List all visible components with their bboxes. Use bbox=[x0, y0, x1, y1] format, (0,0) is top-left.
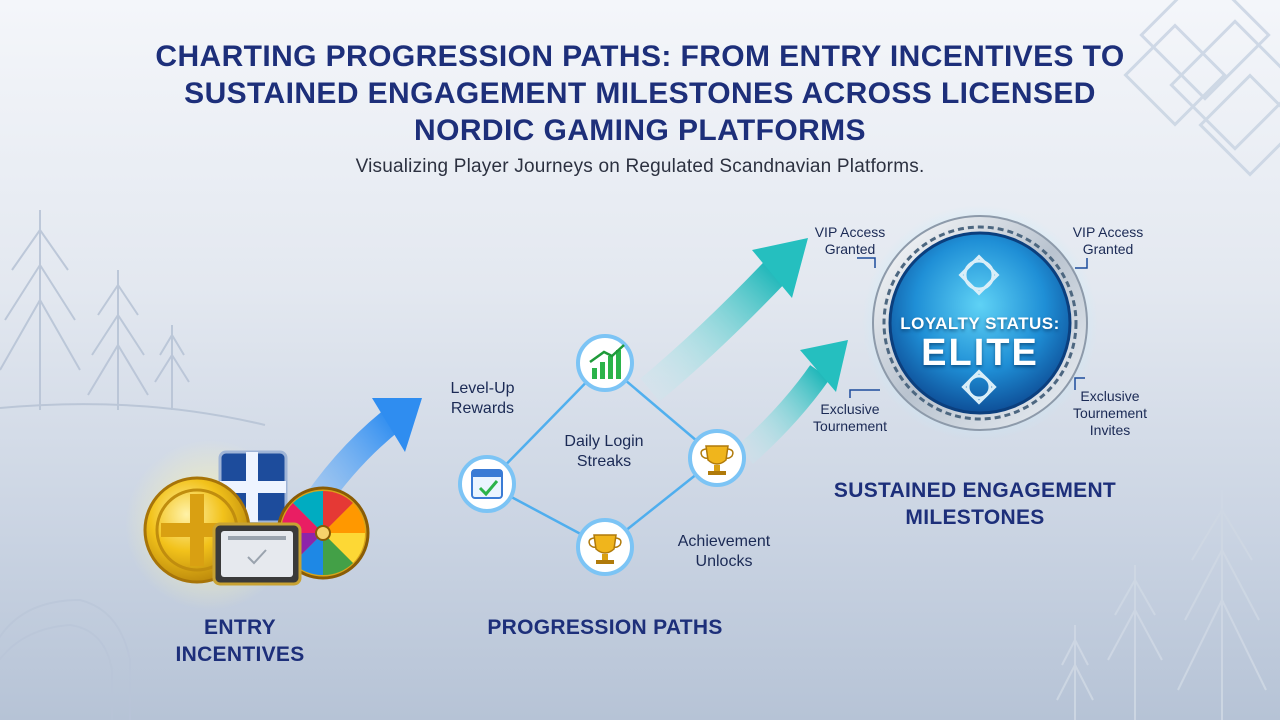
growth-chart-icon bbox=[576, 334, 634, 392]
page-subtitle: Visualizing Player Journeys on Regulated… bbox=[355, 156, 925, 177]
label-daily-login-streaks: Daily Login Streaks bbox=[564, 433, 644, 470]
trophy-icon bbox=[576, 518, 634, 576]
calendar-check-icon bbox=[458, 455, 516, 513]
badge-elite-label: ELITE bbox=[921, 332, 1039, 374]
corner-knot-ornament bbox=[1123, 0, 1280, 177]
trophy-icon bbox=[688, 429, 746, 487]
page-title: CHARTING PROGRESSION PATHS: FROM ENTRY I… bbox=[155, 40, 1125, 147]
section-sustained-engagement: SUSTAINED ENGAGEMENT MILESTONES bbox=[833, 479, 1117, 529]
label-exclusive-tournament-left: Exclusive Tournement bbox=[813, 401, 887, 434]
label-achievement-unlocks: Achievement Unlocks bbox=[677, 533, 771, 570]
loyalty-badge bbox=[862, 205, 1098, 441]
pine-trees-right bbox=[1056, 490, 1267, 720]
badge-status-label: LOYALTY STATUS: bbox=[900, 314, 1060, 333]
rune-circle-ornament bbox=[0, 598, 131, 720]
bonus-card-icon bbox=[212, 522, 302, 586]
section-progression-paths: PROGRESSION PATHS bbox=[487, 616, 723, 639]
progression-arrow-upper bbox=[640, 238, 808, 402]
section-entry-incentives: ENTRY INCENTIVES bbox=[175, 616, 305, 666]
progression-arrow-lower bbox=[737, 340, 848, 464]
label-vip-access-right: VIP Access Granted bbox=[1072, 224, 1144, 257]
entry-incentives-illustration bbox=[125, 440, 370, 610]
label-level-up-rewards: Level-Up Rewards bbox=[450, 380, 515, 417]
milestone-leader-lines bbox=[849, 257, 1088, 398]
label-vip-access-left: VIP Access Granted bbox=[814, 224, 886, 257]
pine-trees-left bbox=[0, 210, 266, 426]
label-exclusive-tournament-right: Exclusive Tournement Invites bbox=[1073, 388, 1147, 438]
